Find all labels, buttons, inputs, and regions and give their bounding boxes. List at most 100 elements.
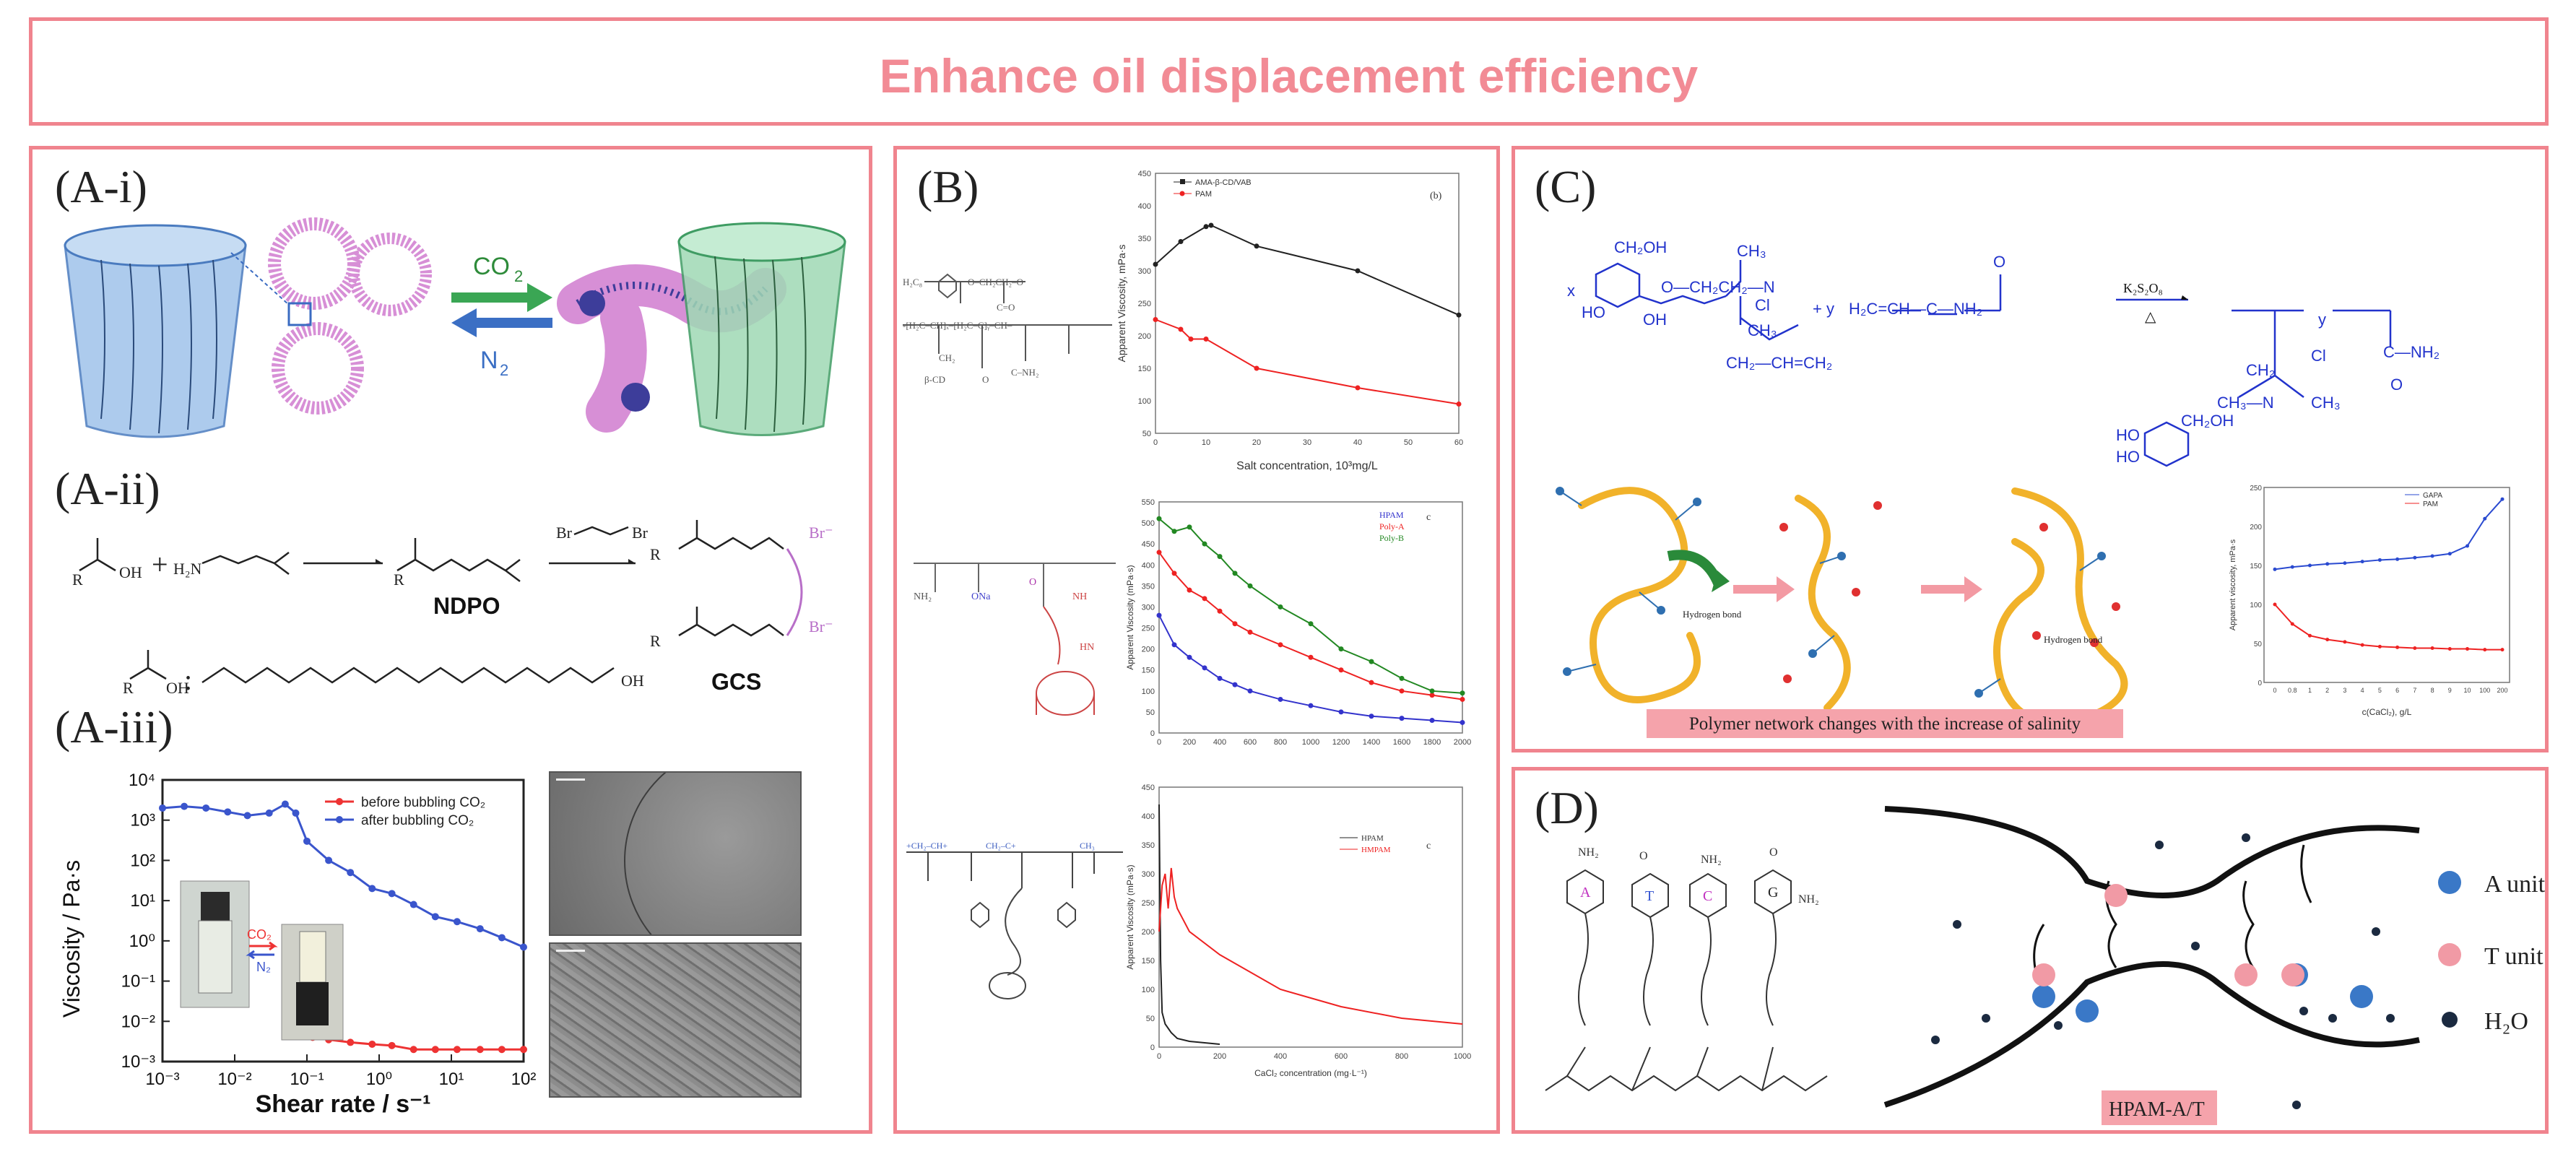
b2-point bbox=[1460, 690, 1465, 696]
d-pore-schematic: A unit T unit H₂O HPAM-A/T bbox=[1883, 806, 2546, 1125]
b1-point bbox=[1254, 365, 1259, 371]
c-point bbox=[2447, 552, 2452, 556]
c-hbond-label-2: Hydrogen bond bbox=[2044, 634, 2103, 645]
svg-text:R: R bbox=[650, 545, 661, 563]
svg-text:CH₃: CH₃ bbox=[2311, 394, 2341, 412]
c-xtick-label: 2 bbox=[2325, 687, 2329, 694]
a3-point bbox=[265, 809, 273, 817]
b2-xtick-label: 1200 bbox=[1332, 738, 1350, 747]
b2-ytick-label: 350 bbox=[1142, 582, 1155, 591]
b2-point bbox=[1156, 550, 1162, 555]
c-ytick-label: 50 bbox=[2254, 641, 2263, 648]
b2-point bbox=[1429, 693, 1435, 698]
b2-xtick-label: 1600 bbox=[1393, 738, 1410, 747]
b1-point bbox=[1456, 312, 1462, 318]
panel-c bbox=[1512, 146, 2549, 752]
c-reagent: K₂S₂O₈ bbox=[2123, 281, 2163, 295]
b2-point bbox=[1202, 665, 1207, 671]
c-xtick-label: 5 bbox=[2378, 687, 2382, 694]
a3-xtick-label: 10¹ bbox=[439, 1070, 464, 1089]
c-ytick-label: 200 bbox=[2250, 524, 2262, 532]
c-xtick-label: 0.8 bbox=[2288, 687, 2297, 694]
b2-xtick-label: 400 bbox=[1213, 738, 1226, 747]
svg-text:CH₂: CH₂ bbox=[939, 352, 955, 363]
b1-point bbox=[1203, 224, 1209, 230]
vial-co2-label: CO₂ bbox=[247, 927, 272, 942]
b2-legend-2: Poly-B bbox=[1379, 533, 1404, 543]
svg-text:OH: OH bbox=[1643, 311, 1667, 329]
c-point bbox=[2377, 644, 2382, 648]
colon: : bbox=[184, 664, 192, 696]
svg-text:HO: HO bbox=[2116, 448, 2140, 466]
c-xtick-label: 3 bbox=[2343, 687, 2346, 694]
c-xlabel: c(CaCl₂), g/L bbox=[2362, 707, 2412, 717]
b3-xtick-label: 200 bbox=[1213, 1052, 1226, 1061]
b2-point bbox=[1460, 696, 1465, 702]
a3-ytick-label: 10⁻³ bbox=[121, 1052, 155, 1072]
a3-point bbox=[281, 800, 289, 808]
b3-ytick-label: 200 bbox=[1142, 928, 1155, 937]
b1-ytick-label: 400 bbox=[1138, 202, 1151, 211]
a3-ytick-label: 10³ bbox=[130, 811, 155, 830]
b2-point bbox=[1399, 688, 1405, 694]
svg-text:H₂C=CH—C—NH₂: H₂C=CH—C—NH₂ bbox=[1849, 300, 1982, 318]
b2-point bbox=[1232, 682, 1238, 687]
c-xtick-label: 100 bbox=[2479, 687, 2490, 694]
a3-point bbox=[347, 1038, 355, 1046]
b1-xtick-label: 0 bbox=[1153, 438, 1158, 447]
b3-xtick-label: 800 bbox=[1395, 1052, 1408, 1061]
svg-text:C–NH₂: C–NH₂ bbox=[1011, 367, 1038, 378]
b2-xtick-label: 2000 bbox=[1454, 738, 1471, 747]
b2-point bbox=[1202, 596, 1207, 602]
b2-point bbox=[1217, 554, 1223, 560]
a3-point bbox=[520, 1046, 527, 1054]
c-plus-y: + y bbox=[1813, 300, 1834, 318]
b2-series-line bbox=[1158, 615, 1463, 724]
panel-d-label: (D) bbox=[1535, 782, 1599, 833]
b1-series-line bbox=[1155, 318, 1460, 405]
b2-point bbox=[1217, 608, 1223, 614]
tem-image-top bbox=[549, 771, 802, 936]
a3-xtick-label: 10⁻³ bbox=[145, 1070, 179, 1089]
b2-point bbox=[1399, 716, 1405, 721]
b3-legend-1: HMPAM bbox=[1361, 846, 1391, 854]
svg-text:R: R bbox=[650, 632, 661, 650]
d-legend-a: A unit bbox=[2484, 871, 2546, 898]
svg-text:CH₂—CH=CH₂: CH₂—CH=CH₂ bbox=[1726, 354, 1832, 372]
a3-point bbox=[368, 1040, 376, 1048]
d-base-c: C bbox=[1703, 888, 1712, 904]
a3-point bbox=[476, 925, 484, 933]
panel-b-label: (B) bbox=[917, 161, 979, 212]
a3-point bbox=[347, 869, 355, 877]
a3-point bbox=[181, 802, 188, 810]
b3-xtick-label: 600 bbox=[1335, 1052, 1348, 1061]
c-xtick-label: 8 bbox=[2431, 687, 2434, 694]
svg-text:CH₂: CH₂ bbox=[2246, 361, 2275, 379]
a3-point bbox=[292, 809, 300, 817]
svg-text:NH₂: NH₂ bbox=[914, 591, 932, 602]
co2-label: CO bbox=[473, 253, 510, 280]
a3-point bbox=[453, 918, 461, 926]
c-hbond-label-1: Hydrogen bond bbox=[1683, 609, 1742, 620]
a3-ytick-label: 10⁴ bbox=[129, 771, 155, 790]
b1-xtick-label: 60 bbox=[1454, 438, 1463, 447]
a3-point bbox=[325, 856, 333, 864]
b1-point bbox=[1355, 385, 1361, 391]
b2-xtick-label: 0 bbox=[1157, 738, 1161, 747]
b2-xtick-label: 800 bbox=[1274, 738, 1287, 747]
b2-series-line bbox=[1158, 518, 1463, 694]
b2-ytick-label: 100 bbox=[1142, 687, 1155, 696]
right-pipe bbox=[677, 222, 846, 436]
b2-point bbox=[1247, 583, 1253, 589]
b1-ytick-label: 300 bbox=[1138, 267, 1151, 276]
d-base-t: T bbox=[1645, 888, 1654, 904]
b2-point bbox=[1429, 718, 1435, 724]
b2-ytick-label: 500 bbox=[1142, 519, 1155, 528]
b2-point bbox=[1171, 529, 1177, 534]
a-iii-ylabel: Viscosity / Pa·s bbox=[58, 860, 84, 1018]
svg-text:O: O bbox=[982, 374, 989, 385]
b2-ytick-label: 150 bbox=[1142, 667, 1155, 675]
svg-text:O: O bbox=[2390, 376, 2403, 394]
